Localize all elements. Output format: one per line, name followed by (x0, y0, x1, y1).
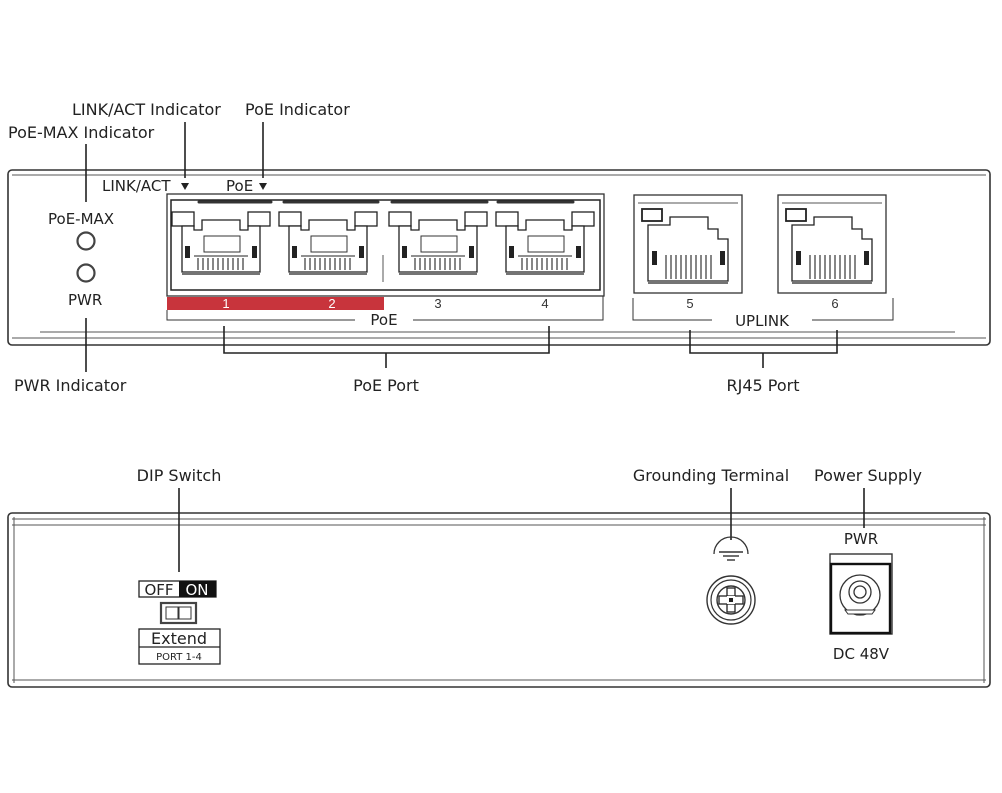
pwr-led-icon (76, 263, 96, 283)
poe-max-indicator-callout: PoE-MAX Indicator (8, 123, 155, 142)
port-4[interactable] (495, 211, 595, 275)
port-4-number: 4 (541, 296, 548, 311)
rj45-port-callout: RJ45 Port (727, 376, 800, 395)
port-2[interactable] (278, 211, 378, 275)
pwr-rear-label: PWR (844, 530, 878, 548)
power-supply-callout: Power Supply (814, 466, 922, 485)
poe-port-callout: PoE Port (353, 376, 419, 395)
dip-switch-toggle[interactable] (159, 601, 198, 625)
port-2-number: 2 (328, 296, 335, 311)
pwr-indicator-callout: PWR Indicator (14, 376, 127, 395)
poe-group-label: PoE (370, 311, 397, 329)
poe-highlight-bar (167, 297, 384, 310)
port-5[interactable] (633, 194, 743, 294)
port-3-number: 3 (434, 296, 441, 311)
port-1[interactable] (171, 211, 271, 275)
poe-arrow-icon (259, 183, 267, 190)
ground-symbol-icon (713, 536, 749, 561)
port-3[interactable] (388, 211, 488, 275)
dip-port-scope-label: PORT 1-4 (156, 652, 202, 663)
grounding-screw-icon[interactable] (706, 575, 756, 625)
dc-48v-label: DC 48V (833, 645, 890, 663)
dip-extend-label: Extend (151, 629, 207, 648)
poe-printed-label: PoE (226, 177, 253, 195)
dc-power-jack[interactable] (829, 553, 893, 635)
dip-off-label: OFF (144, 581, 173, 599)
port-5-number: 5 (686, 296, 693, 311)
link-act-arrow-icon (181, 183, 189, 190)
grounding-terminal-callout: Grounding Terminal (633, 466, 789, 485)
link-act-printed-label: LINK/ACT (102, 177, 171, 195)
port-6-number: 6 (831, 296, 838, 311)
poe-indicator-callout: PoE Indicator (245, 100, 350, 119)
dip-on-label: ON (185, 581, 208, 599)
poe-max-printed-label: PoE-MAX (48, 210, 114, 228)
dip-switch-callout: DIP Switch (137, 466, 222, 485)
port-1-number: 1 (222, 296, 229, 311)
rear-chassis (7, 512, 991, 688)
front-panel: LINK/ACT Indicator PoE Indicator PoE-MAX… (7, 100, 991, 395)
rear-panel: DIP Switch OFF ON Extend PORT 1-4 Ground… (7, 466, 991, 688)
link-act-indicator-callout: LINK/ACT Indicator (72, 100, 221, 119)
uplink-group-label: UPLINK (735, 312, 790, 330)
port-6[interactable] (777, 194, 887, 294)
pwr-printed-label: PWR (68, 291, 102, 309)
poe-max-led-icon (76, 231, 96, 251)
